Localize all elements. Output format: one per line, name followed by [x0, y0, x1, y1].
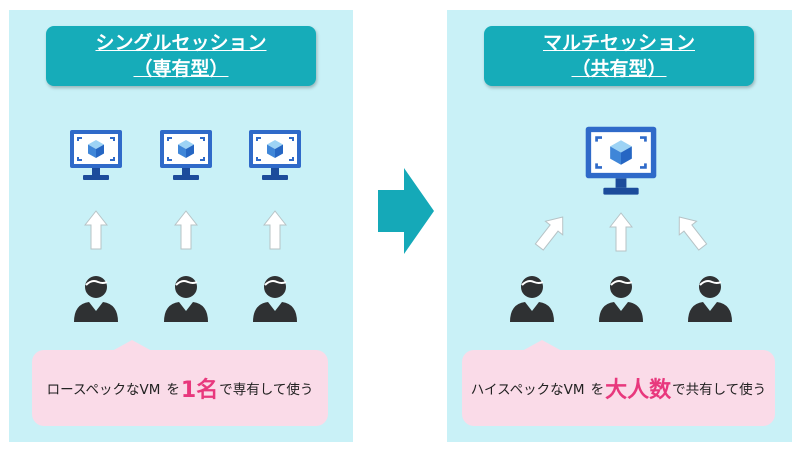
user-icon [72, 274, 120, 322]
user-icon [162, 274, 210, 322]
up-arrow-icon [263, 210, 287, 250]
multi-session-caption: ハイスペックなVM を 大人数 で共有して使う [462, 340, 775, 426]
single-session-caption: ロースペックなVM を 1名 で専有して使う [32, 340, 328, 426]
user-icon [686, 274, 734, 322]
vm-monitor-icon [158, 128, 214, 184]
up-arrow-icon [609, 212, 633, 252]
vm-monitor-icon [247, 128, 303, 184]
multi-session-title: マルチセッション （共有型） [484, 26, 754, 86]
multi-session-title-line2: （共有型） [571, 58, 667, 80]
up-arrow-icon [84, 210, 108, 250]
right-arrow-icon [378, 168, 434, 254]
caption-particle: を [590, 382, 605, 398]
single-session-panel: シングルセッション （専有型） ロースペックなVM を 1名 で専有して使う [9, 10, 353, 442]
multi-session-title-line1: マルチセッション [542, 32, 695, 54]
single-session-title-line2: （専有型） [133, 58, 229, 80]
speech-bubble-tail [112, 340, 152, 351]
multi-session-panel: マルチセッション （共有型） ハイスペックなVM を 大人数 で共有して使う [447, 10, 792, 442]
caption-highlight: 大人数 [605, 378, 672, 403]
up-arrow-icon [529, 209, 573, 255]
speech-bubble-tail [522, 340, 562, 351]
single-session-title-line1: シングルセッション [95, 32, 267, 54]
user-icon [251, 274, 299, 322]
caption-post: で共有して使う [672, 382, 767, 398]
caption-pre: ハイスペックなVM [470, 382, 585, 398]
up-arrow-icon [669, 209, 713, 255]
user-icon [508, 274, 556, 322]
caption-post: で専有して使う [219, 382, 314, 398]
up-arrow-icon [174, 210, 198, 250]
single-session-title: シングルセッション （専有型） [46, 26, 316, 86]
vm-monitor-icon [583, 124, 659, 200]
caption-pre: ロースペックなVM [46, 382, 161, 398]
caption-highlight: 1名 [180, 378, 219, 403]
caption-particle: を [166, 382, 180, 398]
user-icon [597, 274, 645, 322]
vm-monitor-icon [68, 128, 124, 184]
